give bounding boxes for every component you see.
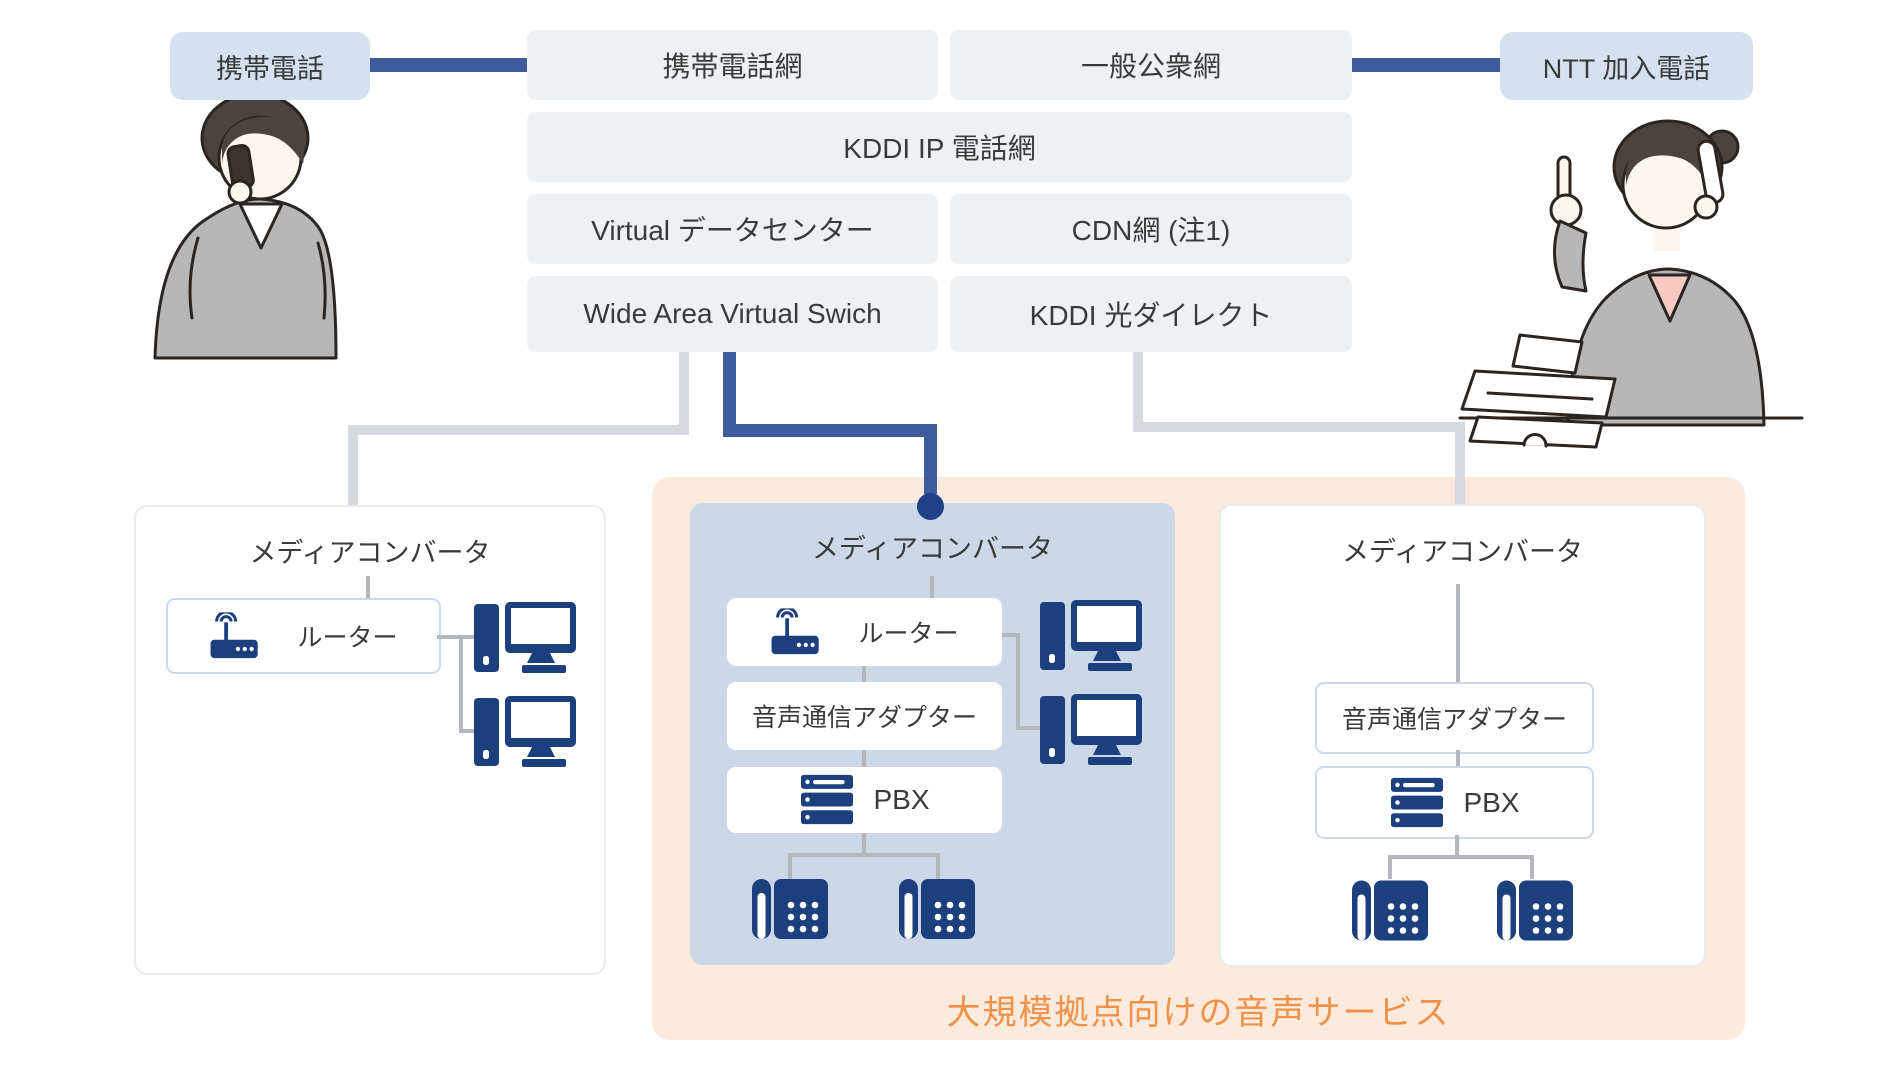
pbx-box-right: PBX [1315, 766, 1594, 839]
group-title: メディアコンバータ [1341, 537, 1584, 567]
connector-adapter-pbx [1456, 750, 1460, 766]
connection-point-dot [917, 493, 944, 520]
person-illustration-left [153, 92, 338, 360]
voice-adapter-box-middle: 音声通信アダプター [727, 682, 1002, 750]
connector-pbx-phones [1388, 855, 1534, 859]
router-label: ルーター [297, 624, 398, 652]
connector-lan [1002, 633, 1020, 637]
desk-phone-icon [750, 877, 830, 941]
connector-pbx-phones [1455, 835, 1459, 857]
connector-pbx-phones [936, 855, 940, 879]
connector-lan [437, 635, 474, 639]
connector-lan [1020, 726, 1040, 730]
node-kddi-ip-network: KDDI IP 電話網 [527, 112, 1352, 182]
node-kddi-hikari-direct: KDDI 光ダイレクト [950, 276, 1352, 352]
connector-pbx-phones [1530, 857, 1534, 879]
connector-title-adapter-right [1456, 584, 1460, 682]
connector-title-router-middle [930, 576, 934, 598]
wifi-router-icon [209, 612, 279, 660]
connector-adapter-pbx [862, 750, 866, 767]
voice-adapter-label: 音声通信アダプター [751, 704, 977, 732]
connector-pbx-phones [788, 853, 940, 857]
connector-lan [459, 637, 463, 733]
pbx-box-middle: PBX [727, 767, 1002, 833]
link-mobile-to-network [370, 58, 527, 72]
connector-pbx-phones [1388, 857, 1392, 879]
person-illustration-right [1458, 119, 1804, 449]
desktop-computer-icon [1040, 600, 1142, 672]
node-cdn-network: CDN網 (注1) [950, 194, 1352, 264]
node-mobile-phone: 携帯電話 [170, 32, 370, 100]
pbx-server-icon [799, 774, 855, 826]
connector-wan-middle [723, 352, 736, 424]
desktop-computer-icon [474, 602, 576, 674]
link-public-to-ntt [1352, 58, 1500, 72]
wifi-router-icon [770, 608, 840, 656]
pbx-server-icon [1389, 777, 1445, 829]
node-wide-area-virtual-switch: Wide Area Virtual Swich [527, 276, 938, 352]
connector-lan [1016, 635, 1020, 730]
connector-pbx-phones [862, 833, 866, 855]
group-title: メディアコンバータ [811, 534, 1054, 564]
group-title: メディアコンバータ [249, 538, 491, 568]
desktop-computer-icon [1040, 694, 1142, 766]
connector-wan-right [1133, 422, 1465, 432]
connector-wan-left [348, 435, 358, 505]
connector-wan-right [1133, 352, 1143, 422]
fax-machine-icon [1460, 333, 1617, 449]
connector-wan-right [1455, 432, 1465, 504]
pbx-label: PBX [873, 784, 930, 815]
node-ntt-subscriber-phone: NTT 加入電話 [1500, 32, 1753, 100]
router-box-left: ルーター [166, 598, 441, 674]
connector-lan [463, 729, 477, 733]
desktop-computer-icon [474, 696, 576, 768]
connector-wan-middle [924, 437, 937, 494]
router-box-middle: ルーター [727, 598, 1002, 666]
voice-adapter-box-right: 音声通信アダプター [1315, 682, 1594, 754]
connector-wan-middle [723, 424, 937, 437]
node-virtual-datacenter: Virtual データセンター [527, 194, 938, 264]
pbx-label: PBX [1463, 786, 1520, 818]
connector-wan-left [348, 425, 689, 435]
connector-title-router-left [366, 576, 370, 598]
node-mobile-network: 携帯電話網 [527, 30, 938, 100]
desk-phone-icon [897, 877, 977, 941]
desk-phone-icon [1495, 878, 1575, 943]
node-public-network: 一般公衆網 [950, 30, 1352, 100]
voice-service-caption: 大規模拠点向けの音声サービス [946, 994, 1451, 1032]
connector-pbx-phones [788, 855, 792, 879]
connector-router-adapter [862, 666, 866, 682]
connector-wan-left [679, 352, 689, 425]
router-label: ルーター [858, 620, 959, 648]
desk-phone-icon [1350, 878, 1430, 943]
voice-adapter-label: 音声通信アダプター [1341, 706, 1567, 734]
